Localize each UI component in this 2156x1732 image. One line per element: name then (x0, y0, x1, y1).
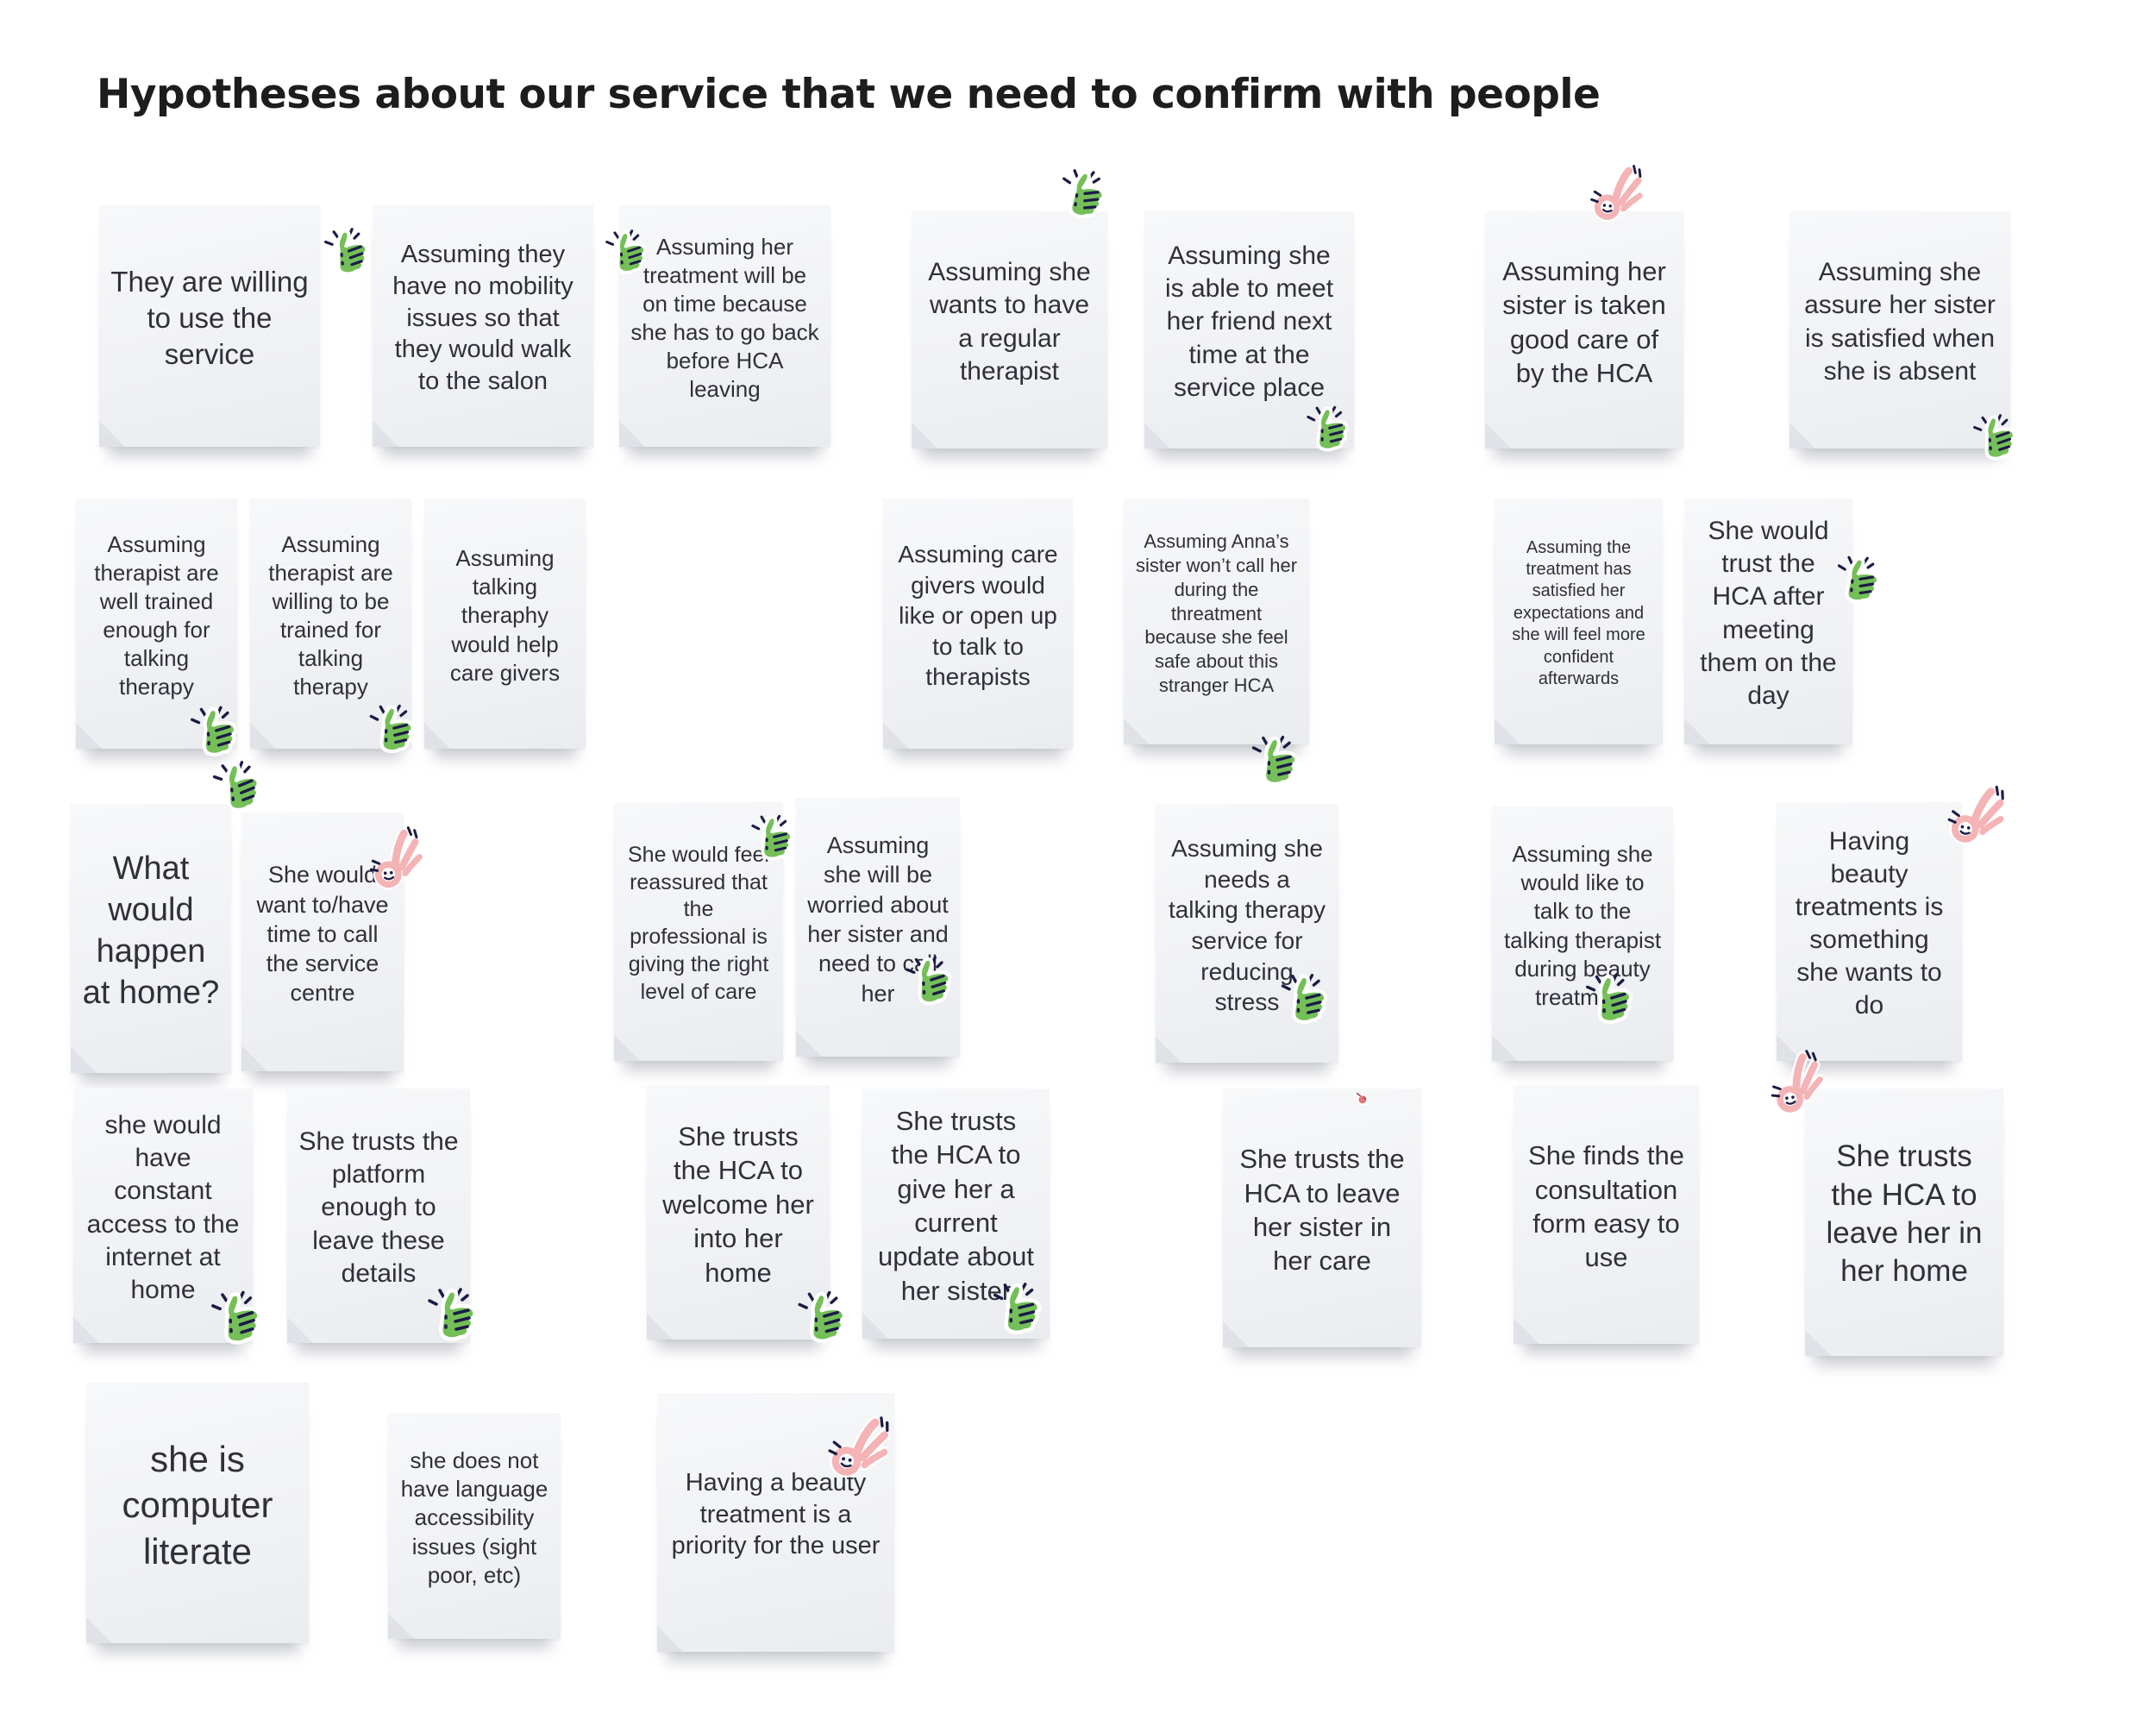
sticky-note-text: Having beauty treatments is something sh… (1795, 826, 1944, 1020)
thumbs-up-sticker[interactable] (793, 1288, 853, 1348)
sticky-note-text: Having a beauty treatment is a priority … (671, 1468, 881, 1560)
sticky-note-text: She trusts the platform enough to leave … (298, 1127, 459, 1288)
sticky-note-text: She trusts the HCA to welcome her into h… (662, 1121, 814, 1288)
sticky-note[interactable]: She would feel reassured that the profes… (614, 802, 783, 1061)
sticky-note-text: Assuming her sister is taken good care o… (1502, 255, 1666, 388)
sticky-note[interactable]: She would want to/have time to call the … (241, 813, 404, 1071)
thumbs-up-sticker[interactable] (1967, 410, 2023, 466)
sticky-note-text: Assuming the treatment has satisfied her… (1512, 537, 1645, 688)
thumbs-up-sticker[interactable] (600, 226, 654, 279)
sticky-note[interactable]: she does not have language accessibility… (388, 1413, 561, 1639)
sticky-note-text: Assuming talking theraphy would help car… (449, 545, 561, 686)
thumbs-up-sticker[interactable] (1276, 971, 1333, 1028)
sticky-note[interactable]: Assuming care givers would like or open … (883, 499, 1073, 749)
thumbs-up-sticker[interactable] (1247, 733, 1304, 790)
thumbs-up-sticker[interactable] (900, 952, 959, 1011)
mini-blob-sticker[interactable] (1354, 1090, 1369, 1106)
sticky-note[interactable]: Assuming she wants to have a regular the… (912, 211, 1107, 449)
sticky-note[interactable]: Having beauty treatments is something sh… (1777, 802, 1962, 1061)
thumbs-up-sticker[interactable] (1302, 404, 1354, 455)
ok-hand-sticker[interactable] (365, 825, 424, 893)
ok-hand-sticker[interactable] (1586, 160, 1645, 227)
thumbs-up-sticker[interactable] (206, 756, 271, 820)
sticky-note[interactable]: Assuming she assure her sister is satisf… (1789, 211, 2010, 449)
sticky-note-text: Assuming Anna’s sister won’t call her du… (1135, 530, 1298, 697)
sticky-note[interactable]: What would happen at home? (71, 804, 231, 1073)
sticky-note-text: She would feel reassured that the profes… (627, 842, 769, 1004)
sticky-note[interactable]: Assuming she would like to talk to the t… (1492, 806, 1673, 1061)
sticky-note[interactable]: she would have constant access to the in… (73, 1089, 253, 1343)
sticky-note-text: Assuming care givers would like or open … (898, 541, 1058, 691)
sticky-note[interactable]: Assuming her treatment will be on time b… (619, 205, 830, 447)
sticky-note[interactable]: Assuming her sister is taken good care o… (1485, 211, 1683, 449)
ok-hand-sticker[interactable] (1764, 1047, 1827, 1119)
thumbs-up-sticker[interactable] (1580, 970, 1639, 1029)
sticky-note[interactable]: She trusts the HCA to leave her in her h… (1805, 1089, 2003, 1356)
sticky-note-text: What would happen at home? (82, 850, 220, 1012)
sticky-note[interactable]: Assuming talking theraphy would help car… (424, 499, 586, 749)
sticky-note[interactable]: She trusts the platform enough to leave … (287, 1089, 470, 1343)
sticky-note-text: She trusts the HCA to give her a current… (877, 1105, 1034, 1306)
sticky-note-text: She finds the consultation form easy to … (1528, 1140, 1684, 1273)
sticky-note[interactable]: Assuming Anna’s sister won’t call her du… (1124, 499, 1309, 744)
sticky-note-text: She trusts the HCA to leave her sister i… (1239, 1144, 1405, 1277)
sticky-note[interactable]: She would trust the HCA after meeting th… (1684, 499, 1852, 744)
sticky-note-text: She trusts the HCA to leave her in her h… (1826, 1139, 1983, 1289)
ok-hand-sticker[interactable] (1942, 777, 2009, 852)
sticky-note-text: Assuming therapist are well trained enou… (94, 530, 219, 700)
sticky-note-text: she would have constant access to the in… (86, 1111, 240, 1304)
sticky-note[interactable]: Having a beauty treatment is a priority … (657, 1393, 894, 1652)
sticky-note-text: Assuming her treatment will be on time b… (630, 233, 819, 403)
sticky-note[interactable]: She trusts the HCA to welcome her into h… (647, 1085, 830, 1340)
sticky-note-text: Assuming she wants to have a regular the… (928, 258, 1091, 386)
sticky-note-text: she does not have language accessibility… (400, 1447, 548, 1588)
sticky-note-text: She would want to/have time to call the … (256, 862, 389, 1007)
sticky-note-text: Assuming she needs a talking therapy ser… (1168, 835, 1326, 1016)
sticky-note-text: Assuming she will be worried about her s… (807, 832, 949, 1007)
thumbs-up-sticker[interactable] (1829, 551, 1887, 609)
sticky-note-text: Assuming they have no mobility issues so… (392, 240, 573, 396)
sticky-note-text: Assuming she is able to meet her friend … (1164, 242, 1334, 402)
thumbs-up-sticker[interactable] (747, 813, 799, 864)
board-title: Hypotheses about our service that we nee… (97, 71, 1601, 118)
sticky-note[interactable]: She trusts the HCA to leave her sister i… (1223, 1089, 1421, 1347)
thumbs-up-sticker[interactable] (423, 1285, 483, 1346)
thumbs-up-sticker[interactable] (318, 223, 377, 282)
sticky-note[interactable]: Assuming the treatment has satisfied her… (1495, 499, 1663, 744)
sticky-note-text: She would trust the HCA after meeting th… (1700, 517, 1837, 710)
sticky-note-text: They are willing to use the service (110, 266, 309, 370)
sticky-note[interactable]: They are willing to use the service (99, 205, 320, 447)
sticky-note[interactable]: Assuming they have no mobility issues so… (373, 205, 593, 447)
thumbs-up-sticker[interactable] (365, 702, 420, 757)
sticky-note[interactable]: Assuming she will be worried about her s… (796, 798, 960, 1057)
sticky-note-text: Assuming she assure her sister is satisf… (1804, 258, 1996, 386)
sticky-note[interactable]: Assuming therapist are willing to be tra… (250, 499, 411, 749)
sticky-note[interactable]: She finds the consultation form easy to … (1514, 1085, 1699, 1344)
sticky-note-text: she is computer literate (122, 1439, 273, 1572)
thumbs-up-sticker[interactable] (1052, 164, 1114, 226)
sticky-note-text: Assuming therapist are willing to be tra… (268, 530, 393, 700)
thumbs-up-sticker[interactable] (205, 1287, 270, 1352)
thumbs-up-sticker[interactable] (185, 702, 244, 762)
sticky-note[interactable]: Assuming therapist are well trained enou… (76, 499, 237, 749)
sticky-note-text: Assuming she would like to talk to the t… (1503, 841, 1662, 1010)
thumbs-up-sticker[interactable] (988, 1280, 1047, 1339)
sticky-note[interactable]: she is computer literate (86, 1383, 309, 1643)
